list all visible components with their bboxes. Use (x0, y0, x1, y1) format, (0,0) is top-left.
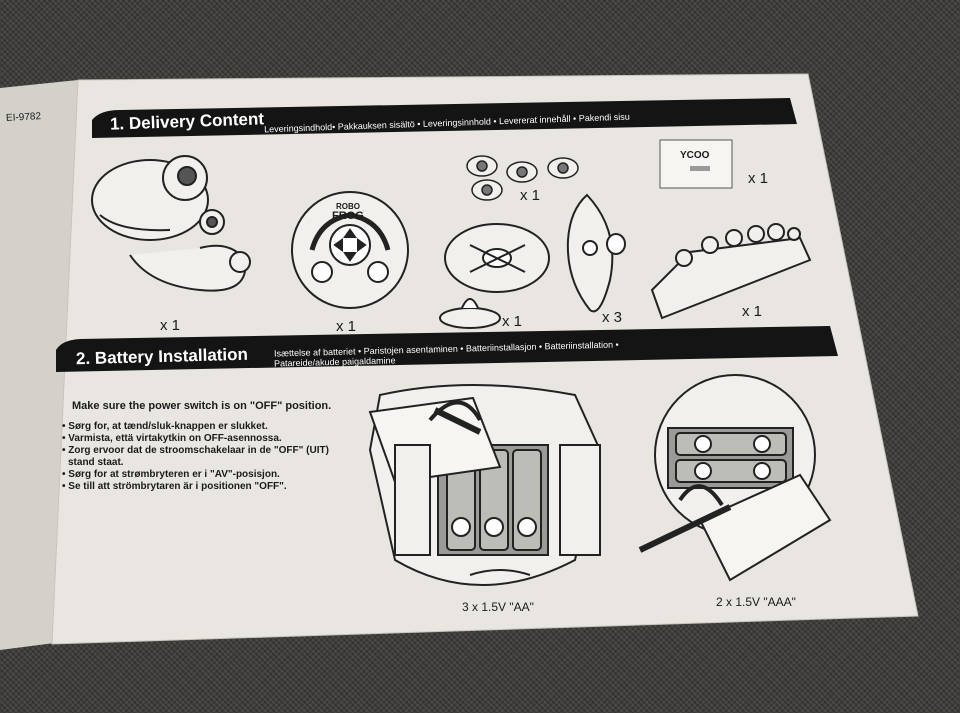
bullet-swedish: • Se till att strömbrytaren är i positio… (62, 481, 287, 492)
leaf-pad-icon (566, 193, 626, 313)
remote-brand-bottom: FROG (332, 210, 364, 222)
qty-stand: x 1 (742, 303, 763, 320)
qty-leaf: x 3 (602, 309, 623, 326)
number-stand-icon (650, 223, 812, 320)
frog-robot-icon (91, 155, 251, 292)
bullet-dutch: • Zorg ervoor dat de stroomschakelaar in… (62, 445, 329, 456)
qty-card: x 1 (748, 170, 769, 187)
battery-label-aa: 3 x 1.5V "AA" (462, 600, 534, 614)
battery-compartment-aa-icon (368, 384, 602, 586)
instruction-bullets: • Sørg for, at tænd/sluk-knappen er sluk… (62, 421, 329, 493)
bullet-dutch-cont: stand staat. (68, 457, 124, 468)
instruction-heading: Make sure the power switch is on "OFF" p… (72, 400, 332, 412)
qty-frog: x 1 (160, 317, 181, 334)
battery-compartment-aaa-icon (638, 374, 832, 582)
qty-remote: x 1 (336, 318, 357, 335)
bullet-finnish: • Varmista, että virtakytkin on OFF-asen… (62, 433, 282, 444)
robo-frog-remote-icon (291, 191, 409, 309)
product-code: EI-9782 (5, 111, 42, 124)
section1-banner (92, 98, 797, 138)
remote-brand-top: ROBO (336, 202, 360, 211)
card-brand: YCOO (680, 150, 710, 161)
target-discs-icon (466, 155, 579, 201)
bullet-norwegian: • Sørg for at strømbryteren er i "AV"-po… (62, 469, 280, 480)
battery-label-aaa: 2 x 1.5V "AAA" (716, 595, 796, 609)
landing-pad-icon (439, 223, 550, 329)
section2-banner (56, 326, 838, 372)
qty-pad: x 1 (502, 313, 523, 330)
qty-discs: x 1 (520, 187, 541, 204)
instruction-card-icon (659, 139, 733, 189)
bullet-danish: • Sørg for, at tænd/sluk-knappen er sluk… (62, 421, 268, 432)
